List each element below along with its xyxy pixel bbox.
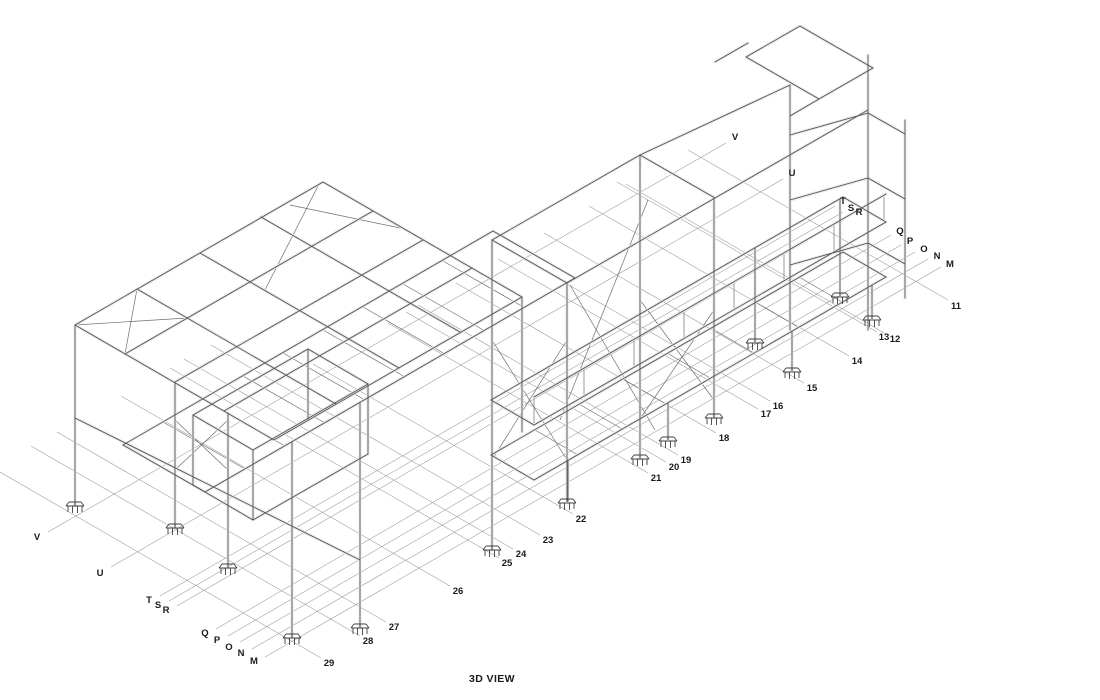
grid-label-M-right: M	[946, 259, 954, 270]
grid-label-28: 28	[363, 636, 374, 647]
grid-label-M-left: M	[250, 656, 258, 667]
grid-label-14: 14	[852, 356, 863, 367]
grid-label-S-left: S	[155, 600, 161, 611]
grid-label-T-left: T	[146, 595, 152, 606]
grid-label-12: 12	[890, 334, 901, 345]
grid-label-20: 20	[669, 462, 680, 473]
grid-leader-lines	[0, 142, 949, 659]
grid-label-19: 19	[681, 455, 692, 466]
grid-label-26: 26	[453, 586, 464, 597]
grid-label-18: 18	[719, 433, 730, 444]
grid-label-N-right: N	[934, 251, 941, 262]
grid-label-16: 16	[773, 401, 784, 412]
grid-label-T-right: T	[840, 196, 846, 207]
grid-label-O-right: O	[920, 244, 927, 255]
grid-label-25: 25	[502, 558, 513, 569]
grid-label-R-left: R	[163, 605, 170, 616]
grid-label-P-left: P	[214, 635, 221, 646]
grid-labels: V U T S R Q P O N M V U T S R Q P O N M …	[34, 132, 962, 669]
grid-label-15: 15	[807, 383, 818, 394]
grid-label-V-right: V	[732, 132, 739, 143]
grid-label-29: 29	[324, 658, 335, 669]
grid-label-V-left: V	[34, 532, 41, 543]
secondary-members	[74, 185, 885, 471]
view-title: 3D VIEW	[469, 673, 515, 685]
grid-label-Q-right: Q	[896, 226, 903, 237]
grid-label-P-right: P	[907, 236, 914, 247]
grid-label-27: 27	[389, 622, 400, 633]
grid-label-24: 24	[516, 549, 527, 560]
grid-label-21: 21	[651, 473, 662, 484]
column-base-plates	[65, 292, 882, 646]
grid-label-U-right: U	[789, 168, 796, 179]
grid-label-N-left: N	[238, 648, 245, 659]
grid-label-17: 17	[761, 409, 772, 420]
grid-label-13: 13	[879, 332, 890, 343]
grid-label-23: 23	[543, 535, 554, 546]
grid-label-R-right: R	[856, 207, 863, 218]
grid-label-11: 11	[951, 301, 962, 312]
grid-label-U-left: U	[97, 568, 104, 579]
grid-label-22: 22	[576, 514, 587, 525]
grid-label-Q-left: Q	[201, 628, 208, 639]
grid-label-S-right: S	[848, 203, 854, 214]
grid-label-O-left: O	[225, 642, 232, 653]
